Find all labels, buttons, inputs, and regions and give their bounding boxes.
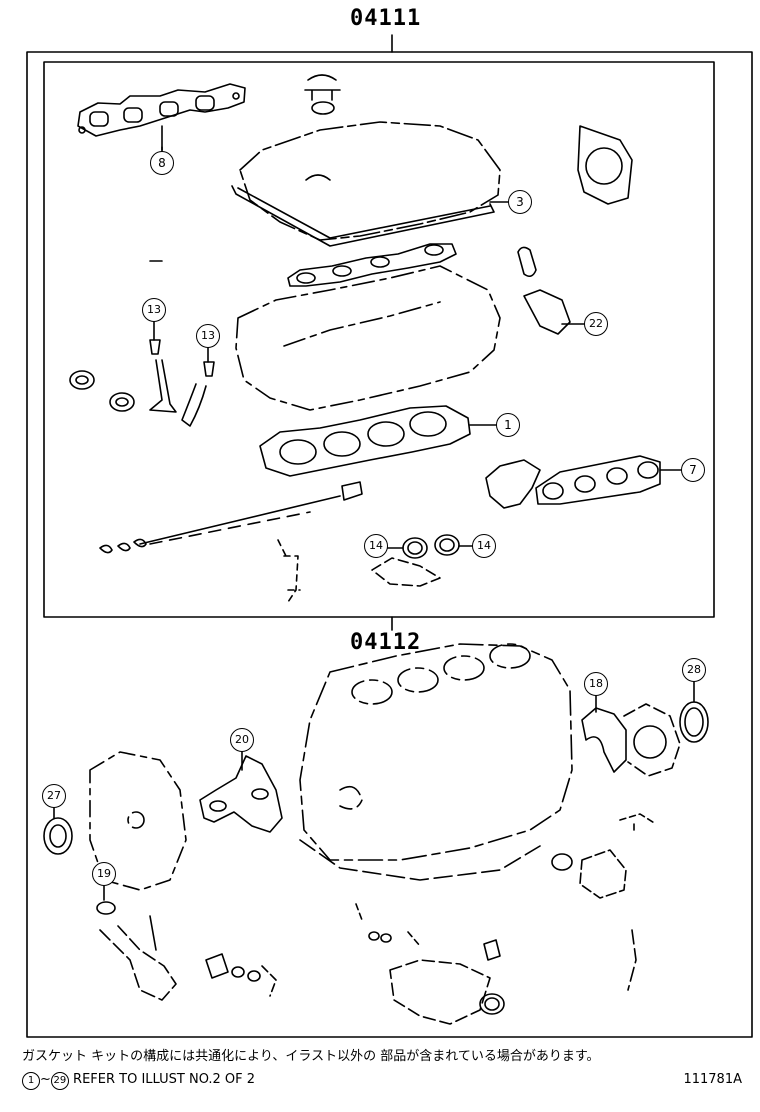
- callout-13-a[interactable]: 13: [142, 298, 166, 322]
- oil-pan: [299, 839, 541, 881]
- callout-19[interactable]: 19: [92, 862, 116, 886]
- throttle-body-gasket: [577, 125, 633, 205]
- oil-filler-cap: [304, 74, 341, 115]
- valve-stem-seals: [149, 339, 215, 427]
- kit-part-number-lower: 04112: [350, 630, 422, 655]
- cylinder-head-gasket: [259, 405, 499, 477]
- callout-27[interactable]: 27: [42, 784, 66, 808]
- callout-14-a[interactable]: 14: [364, 534, 388, 558]
- range-tilde: ~: [40, 1072, 51, 1087]
- oil-strainer-gasket: [96, 901, 177, 1001]
- range-end-callout: 29: [50, 1072, 69, 1090]
- dipstick-tube: [627, 929, 637, 991]
- water-pump: [389, 939, 505, 1025]
- exhaust-pipe-gasket: [485, 459, 541, 509]
- callout-8[interactable]: 8: [150, 151, 174, 175]
- japanese-note: ガスケット キットの構成には共通化により、イラスト以外の 部品が含まれている場合…: [22, 1049, 600, 1064]
- callout-28[interactable]: 28: [682, 658, 706, 682]
- callout-3[interactable]: 3: [508, 190, 532, 214]
- oil-pump-gasket: [199, 755, 283, 833]
- callout-22[interactable]: 22: [584, 312, 608, 336]
- callout-7[interactable]: 7: [681, 458, 705, 482]
- misc-bracket: [619, 813, 657, 835]
- rear-oil-seal-retainer: [581, 707, 627, 773]
- callout-13-b[interactable]: 13: [196, 324, 220, 348]
- drawing-number: 111781A: [683, 1072, 742, 1087]
- exhaust-manifold-gasket: [535, 455, 683, 505]
- cylinder-head-cover: [231, 121, 509, 247]
- callout-1[interactable]: 1: [496, 413, 520, 437]
- cylinder-block: [299, 643, 573, 861]
- front-crankshaft-seal: [43, 817, 73, 855]
- range-start-callout: 1: [22, 1072, 40, 1090]
- cylinder-head: [235, 265, 501, 411]
- water-outlet-gasket: [517, 246, 537, 278]
- water-inlet-gasket: [523, 289, 571, 335]
- lower-small-gaskets: [205, 903, 421, 997]
- inner-kit-frame: [43, 61, 715, 618]
- callout-14-b[interactable]: 14: [472, 534, 496, 558]
- kit-part-number-upper: 04111: [350, 6, 422, 31]
- callout-20[interactable]: 20: [230, 728, 254, 752]
- oil-filter: [551, 849, 627, 899]
- camshaft: [99, 481, 363, 603]
- outer-kit-frame: [26, 51, 753, 1038]
- rear-crankshaft-seal: [679, 701, 709, 743]
- plug-tube-gasket: [287, 243, 457, 287]
- reference-text: REFER TO ILLUST NO.2 OF 2: [73, 1072, 256, 1087]
- flywheel-housing: [623, 703, 681, 777]
- reference-note: 1~29 REFER TO ILLUST NO.2 OF 2: [22, 1072, 255, 1090]
- intake-manifold-gasket: [77, 83, 246, 151]
- callout-18[interactable]: 18: [584, 672, 608, 696]
- camshaft-oil-seals: [69, 370, 135, 412]
- timing-cover: [89, 751, 187, 891]
